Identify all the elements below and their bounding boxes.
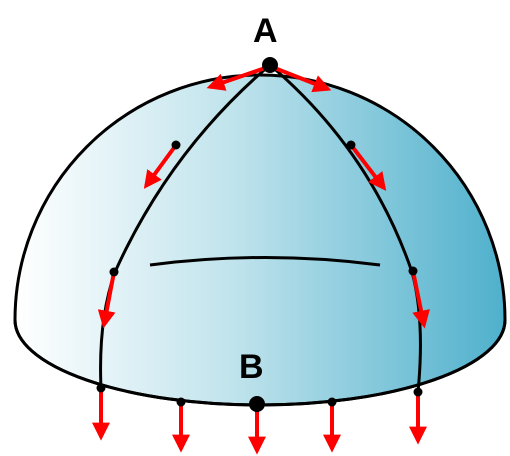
point-base-5 [413, 387, 423, 397]
arrow-right-mid [411, 270, 430, 329]
arrow-left-upper [143, 143, 178, 189]
point-base-2 [176, 397, 186, 407]
arrow-right-upper [349, 143, 387, 191]
arrow-a-right [271, 65, 332, 93]
point-base-1 [96, 383, 106, 393]
point-right-upper [346, 140, 356, 150]
arrow-a-left [206, 65, 269, 91]
arrow-left-mid [97, 271, 116, 329]
label-a: A [253, 12, 278, 50]
point-right-mid [408, 266, 418, 276]
point-a [262, 57, 278, 73]
point-b [249, 396, 265, 412]
point-left-mid [109, 267, 119, 277]
point-base-4 [327, 397, 337, 407]
equator-back-arc [149, 256, 381, 267]
right-meridian [269, 63, 422, 393]
left-meridian [99, 63, 271, 389]
label-b: B [239, 348, 264, 386]
point-left-upper [171, 140, 181, 150]
